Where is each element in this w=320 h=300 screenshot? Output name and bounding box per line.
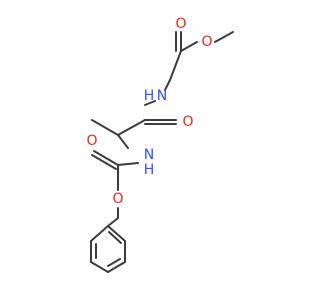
atom-n-carbamate: N [144, 147, 154, 163]
atom-labels: O O N H O N H O O [86, 16, 212, 207]
structure-diagram: O O N H O N H O O [86, 16, 234, 273]
molecule-drawing: O O N H O N H O O [86, 16, 234, 273]
bond-ring-4 [90, 261, 109, 273]
atom-o-carbamate-ether: O [112, 191, 123, 207]
bond-carbamate-c-o-double-1 [93, 150, 119, 166]
bond-ch2-ring [107, 217, 119, 227]
bond-methyl-o [214, 31, 234, 43]
atom-o-amide-carbonyl: O [182, 114, 193, 130]
bond-ring-inner-2 [107, 258, 121, 267]
atom-o-carbamate-carbonyl: O [86, 133, 97, 149]
bond-ring-6 [90, 225, 109, 242]
atom-h-carbamate: H [144, 162, 155, 178]
atom-o-ester-carbonyl: O [175, 16, 186, 32]
bond-ring-inner-1 [108, 231, 122, 244]
atom-n-amide: N [157, 88, 167, 104]
bond-carbamate-c-o-double-2 [91, 154, 117, 170]
bond-ring-1 [107, 225, 126, 242]
bond-nh-amide-c [144, 100, 156, 106]
bond-o-ester-c [180, 41, 198, 52]
bond-alpha-methyl [91, 119, 119, 136]
bond-ester-c-ch2 [169, 50, 182, 81]
bond-ch2-nh [164, 79, 171, 91]
bonds [90, 31, 234, 273]
atom-h-amide: H [144, 88, 155, 104]
atom-o-ester-methoxy: O [201, 34, 212, 50]
bond-n-carbamate-c [117, 162, 139, 166]
bond-ring-3 [107, 261, 126, 273]
bond-alpha-n [117, 134, 129, 149]
bond-amide-c-alpha [117, 119, 146, 136]
